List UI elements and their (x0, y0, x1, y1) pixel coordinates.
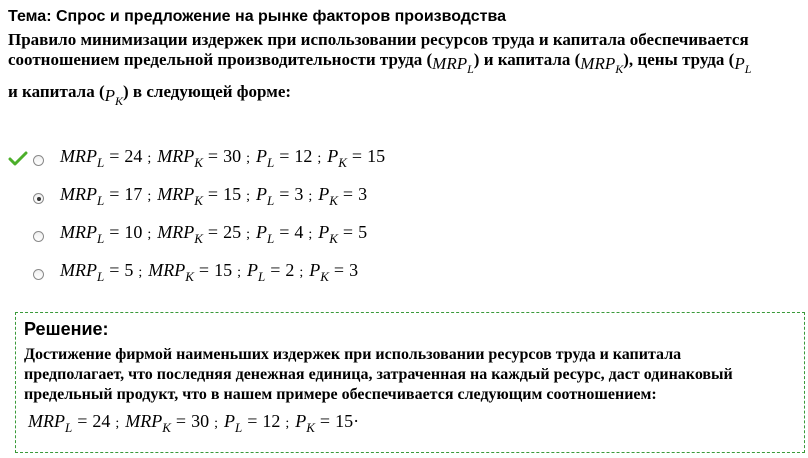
symbol-pl: PL (734, 54, 752, 76)
solution-box: Решение: Достижение фирмой наименьших из… (15, 312, 805, 453)
solution-line-1: Достижение фирмой наименьших издержек пр… (24, 346, 682, 363)
radio-button[interactable] (33, 155, 44, 166)
option-formula: MRPL=5;MRPK=15;PL=2;PK=3 (60, 260, 359, 284)
solution-formula: MRPL=24;MRPK=30;PL=12;PK=15· (28, 411, 360, 435)
question-text-part: ) и капитала ( (473, 50, 581, 69)
question-text: Правило минимизации издержек при использ… (8, 30, 804, 108)
solution-text: Достижение фирмой наименьших издержек пр… (24, 345, 799, 405)
question-line-1: Правило минимизации издержек при использ… (8, 30, 749, 49)
option-formula: MRPL=24;MRPK=30;PL=12;PK=15 (60, 146, 386, 170)
radio-button[interactable] (33, 269, 44, 280)
symbol-pk: PK (104, 86, 124, 108)
solution-line-3: предельный продукт, что в нашем примере … (24, 386, 657, 403)
option-formula: MRPL=17;MRPK=15;PL=3;PK=3 (60, 184, 368, 208)
solution-title: Решение: (24, 319, 109, 339)
question-text-part: соотношением предельной производительнос… (8, 50, 433, 69)
question-text-part: ), цены труда ( (623, 50, 735, 69)
question-text-part: ) в следующей форме: (123, 82, 292, 101)
solution-line-2: предполагает, что последняя денежная еди… (24, 366, 733, 383)
symbol-mrpl: MRPL (432, 54, 474, 76)
option-formula: MRPL=10;MRPK=25;PL=4;PK=5 (60, 222, 368, 246)
symbol-mrpk: MRPK (580, 54, 624, 76)
question-line-2: соотношением предельной производительнос… (8, 50, 804, 76)
topic-title: Тема: Спрос и предложение на рынке факто… (8, 8, 507, 25)
question-line-3: и капитала (PK) в следующей форме: (8, 82, 804, 108)
radio-button-selected[interactable] (33, 193, 44, 204)
radio-button[interactable] (33, 231, 44, 242)
check-icon (8, 151, 28, 166)
question-text-part: и капитала ( (8, 82, 105, 101)
